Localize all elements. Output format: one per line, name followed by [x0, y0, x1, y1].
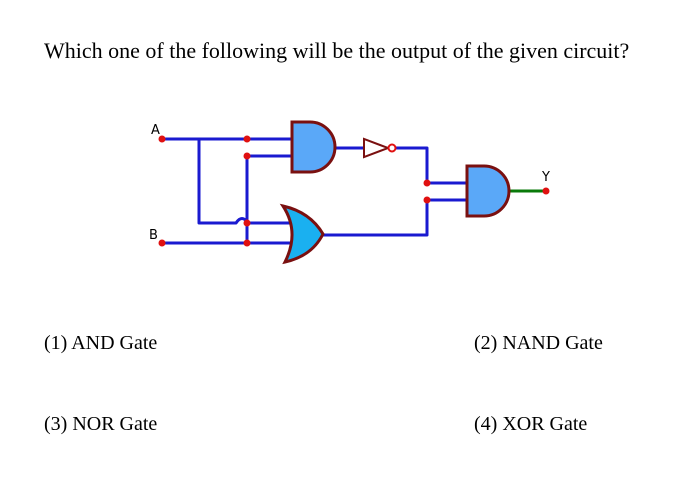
not-gate-bubble [387, 143, 397, 153]
node-and1-in1 [243, 135, 251, 143]
node-a-input [158, 135, 166, 143]
node-or-in2 [243, 239, 251, 247]
option-1-and-gate[interactable]: (1) AND Gate [44, 332, 158, 354]
option-4-xor-gate[interactable]: (4) XOR Gate [474, 413, 588, 435]
wire-b-to-and [245, 154, 294, 245]
logic-circuit-diagram: A B Y [149, 120, 550, 265]
wire-or-to-and2 [320, 198, 470, 237]
node-or-in1 [243, 219, 251, 227]
option-2-nand-gate[interactable]: (2) NAND Gate [474, 332, 603, 354]
label-a: A [151, 123, 160, 138]
wire-not-to-and2 [394, 146, 470, 185]
node-and2-in1 [423, 179, 431, 187]
label-b: B [149, 228, 158, 243]
not-gate [363, 137, 391, 159]
wire-a-to-or [197, 137, 292, 225]
and-gate-1 [290, 120, 337, 174]
node-and2-in2 [423, 196, 431, 204]
and-gate-2 [465, 164, 511, 218]
option-3-nor-gate[interactable]: (3) NOR Gate [44, 413, 158, 435]
label-y: Y [541, 170, 550, 185]
node-output-y [542, 187, 550, 195]
question-text: Which one of the following will be the o… [44, 38, 630, 63]
or-gate [279, 203, 325, 265]
node-b-input [158, 239, 166, 247]
node-and1-in2 [243, 152, 251, 160]
